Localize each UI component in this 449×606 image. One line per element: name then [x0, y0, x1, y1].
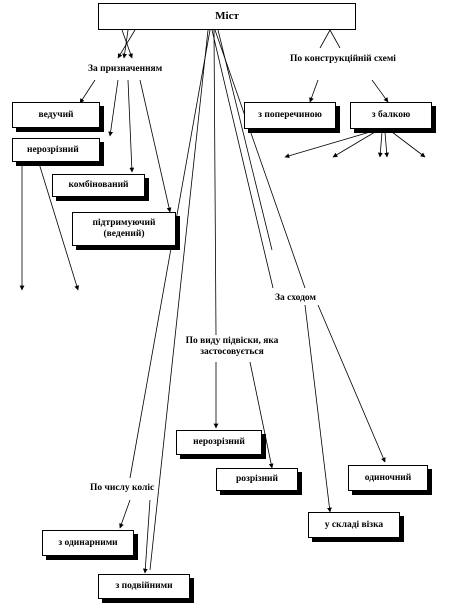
node-pidtrymuiuchyi: підтримуючий (ведений) — [72, 212, 176, 246]
node-podviini: з подвійними — [98, 574, 190, 599]
arrow-root-purpose-1 — [117, 29, 136, 59]
node-veduchyi: ведучий — [12, 102, 100, 128]
arrow-root-wheels-2 — [149, 29, 209, 571]
arrow-balka-fan-2 — [332, 131, 376, 158]
arrow-balka-fan-3 — [377, 131, 383, 158]
arrow-purpose-pidtrymuiuchyi — [139, 79, 172, 213]
node-poperechyna: з поперечиною — [244, 102, 336, 129]
arrow-balka-fan-5 — [391, 131, 426, 158]
arrow-wheels-odynarni — [119, 499, 131, 529]
category-suspension: По виду підвіски, яка застосовується — [182, 336, 282, 359]
category-location: За сходом — [275, 293, 316, 305]
category-purpose: За призначенням — [88, 64, 163, 76]
arrow-root-right-ext — [217, 29, 273, 251]
arrow-location-vizok — [304, 304, 332, 513]
arrow-root-construction-1 — [329, 29, 341, 49]
arrow-root-construction-2 — [319, 29, 331, 49]
node-rozriznyi: розрізний — [216, 468, 298, 491]
arrow-location-odynochnyi — [317, 304, 386, 463]
root-node: Міст — [98, 3, 356, 30]
node-balka: з балкою — [350, 102, 432, 129]
arrow-root-zadnii-2 — [214, 29, 306, 289]
arrow-balka-fan-4 — [384, 131, 390, 158]
arrow-construction-poperechyna — [309, 79, 319, 103]
arrow-purpose-nerozriznyi — [108, 79, 119, 137]
node-kombinovanyi: комбінований — [52, 174, 145, 197]
arrow-root-purpose-2 — [122, 29, 129, 59]
arrow-root-zadnii-1 — [211, 29, 274, 289]
arrow-root-wheels-1 — [129, 29, 211, 479]
node-u-skladi-vizka: у складі візка — [308, 512, 400, 538]
node-odynarni: з одинарними — [42, 530, 134, 556]
arrow-construction-balka — [371, 79, 389, 103]
category-construction: По конструкційній схемі — [290, 54, 396, 66]
category-wheels: По числу коліс — [90, 483, 155, 495]
node-nerozriznyi-purpose: нерозрізний — [12, 138, 100, 162]
arrow-balka-fan-1 — [284, 131, 371, 159]
arrow-nerozriznyi-down-2 — [37, 159, 80, 291]
arrow-purpose-veduchyi — [79, 79, 96, 104]
node-nerozriznyi-suspension: нерозрізний — [176, 430, 262, 455]
arrow-suspension-rozriznyi — [249, 361, 274, 469]
arrow-purpose-kombinovanyi — [127, 79, 135, 173]
arrow-root-purpose-3 — [121, 29, 133, 59]
arrow-wheels-podviini — [142, 499, 151, 574]
node-odynochnyi: одиночний — [348, 465, 428, 491]
arrow-root-suspension — [213, 29, 217, 336]
